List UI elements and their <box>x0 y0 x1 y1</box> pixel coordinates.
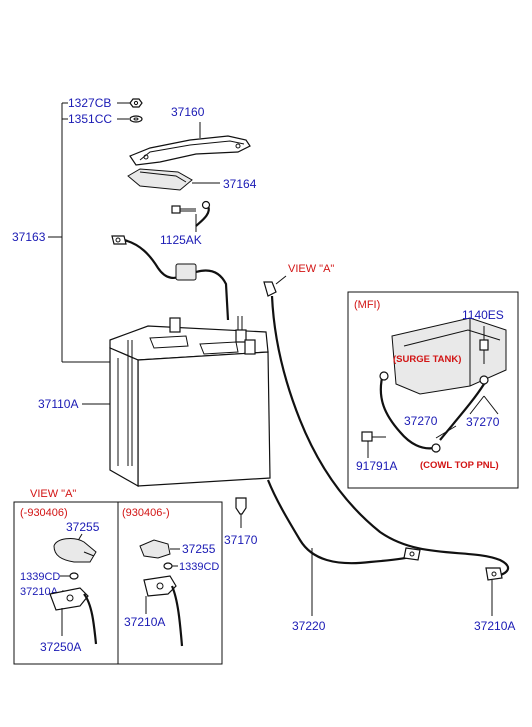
terminal-left-37250A <box>49 587 98 645</box>
label-37210A: 37210A <box>474 619 515 633</box>
terminal-cover-left <box>53 538 97 563</box>
label-left-37210A: 37210A <box>20 586 59 598</box>
label-1140ES: 1140ES <box>462 308 504 322</box>
label-37160: 37160 <box>171 105 205 119</box>
label-left-37255: 37255 <box>66 520 100 534</box>
washer-1351CC <box>129 115 143 123</box>
label-37163: 37163 <box>12 230 46 244</box>
label-right-1339CD: 1339CD <box>179 561 219 573</box>
view-box-title: VIEW "A" <box>30 488 76 500</box>
view-a-inset <box>13 501 223 665</box>
label-1351CC: 1351CC <box>68 112 112 126</box>
clip-37170 <box>235 497 247 528</box>
nut-1327CB <box>129 98 143 108</box>
label-37110A: 37110A <box>38 397 78 411</box>
insulator-37164 <box>127 168 193 191</box>
label-91791A: 91791A <box>356 459 397 473</box>
label-surge-tank: (SURGE TANK) <box>393 354 461 365</box>
label-right-37255: 37255 <box>182 542 216 556</box>
label-1125AK: 1125AK <box>160 233 202 247</box>
label-left-37250A: 37250A <box>40 640 81 654</box>
label-37220: 37220 <box>292 619 326 633</box>
view-box-left-header: (-930406) <box>20 507 68 519</box>
label-37270-b: 37270 <box>466 415 500 429</box>
mfi-inset: (MFI) <box>347 291 519 489</box>
label-37170: 37170 <box>224 533 258 547</box>
terminal-cover-right <box>139 539 171 559</box>
ground-cable-37220 <box>263 281 510 581</box>
nut-right-1339CD <box>163 562 173 570</box>
terminal-right-37210A <box>143 575 184 647</box>
label-left-1339CD: 1339CD <box>20 571 60 583</box>
view-box-right-header: (930406-) <box>122 507 170 519</box>
label-cowl-top: (COWL TOP PNL) <box>420 460 499 471</box>
label-right-37210A: 37210A <box>124 615 165 629</box>
view-a-callout: VIEW "A" <box>288 263 334 275</box>
bolt-1125AK <box>171 205 196 214</box>
ground-cable-37163 <box>111 200 230 321</box>
label-1327CB: 1327CB <box>68 96 111 110</box>
parts-bracket-37163 <box>48 102 118 363</box>
battery-clamp-37160 <box>129 135 251 166</box>
label-37164: 37164 <box>223 177 257 191</box>
battery-37110A <box>109 316 271 488</box>
label-37270-a: 37270 <box>404 414 438 428</box>
nut-left-1339CD <box>69 572 79 580</box>
mfi-title: (MFI) <box>354 299 380 311</box>
